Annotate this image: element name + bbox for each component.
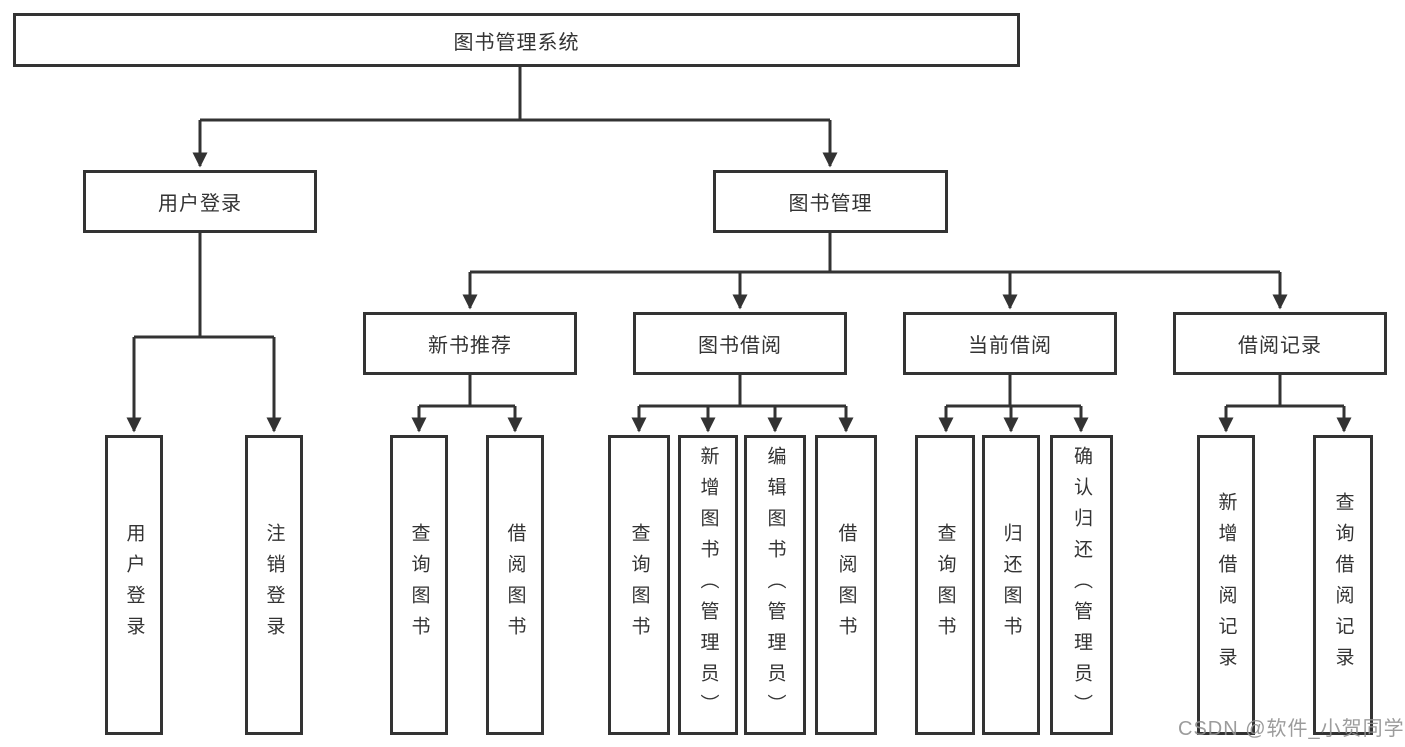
node-label: 用户登录 bbox=[158, 193, 242, 215]
leaf-borrow-query-book: 查询图书 bbox=[608, 435, 670, 735]
leaf-label: 查询图书 bbox=[934, 523, 956, 647]
leaf-current-return-book: 归还图书 bbox=[982, 435, 1040, 735]
leaf-label: 确认归还（管理员） bbox=[1071, 445, 1092, 725]
node-label: 借阅记录 bbox=[1238, 335, 1322, 357]
node-label: 当前借阅 bbox=[968, 335, 1052, 357]
leaf-label: 归还图书 bbox=[1000, 523, 1022, 647]
leaf-borrow-borrow-book: 借阅图书 bbox=[815, 435, 877, 735]
node-label: 新书推荐 bbox=[428, 335, 512, 357]
leaf-label: 借阅图书 bbox=[504, 523, 526, 647]
leaf-label: 注销登录 bbox=[263, 523, 285, 647]
leaf-borrow-add-book-admin: 新增图书（管理员） bbox=[678, 435, 738, 735]
leaf-label: 查询图书 bbox=[408, 523, 430, 647]
node-current-borrow: 当前借阅 bbox=[903, 312, 1117, 375]
node-label: 图书借阅 bbox=[698, 335, 782, 357]
node-user-login: 用户登录 bbox=[83, 170, 317, 233]
leaf-label: 查询图书 bbox=[628, 523, 650, 647]
node-label: 图书管理 bbox=[788, 193, 873, 215]
leaf-record-query-record: 查询借阅记录 bbox=[1313, 435, 1373, 735]
leaf-label: 新增借阅记录 bbox=[1215, 492, 1237, 678]
leaf-label: 用户登录 bbox=[123, 523, 145, 647]
node-borrow-record: 借阅记录 bbox=[1173, 312, 1387, 375]
leaf-current-query-book: 查询图书 bbox=[915, 435, 975, 735]
leaf-logout: 注销登录 bbox=[245, 435, 303, 735]
leaf-current-confirm-return-admin: 确认归还（管理员） bbox=[1050, 435, 1113, 735]
node-book-borrow: 图书借阅 bbox=[633, 312, 847, 375]
leaf-record-add-record: 新增借阅记录 bbox=[1197, 435, 1255, 735]
leaf-label: 新增图书（管理员） bbox=[697, 445, 719, 725]
leaf-recommend-query-book: 查询图书 bbox=[390, 435, 448, 735]
csdn-watermark: CSDN @软件_小贺同学 bbox=[1178, 718, 1405, 740]
leaf-label: 借阅图书 bbox=[835, 523, 857, 647]
node-label: 图书管理系统 bbox=[453, 31, 580, 54]
node-new-book-recommend: 新书推荐 bbox=[363, 312, 577, 375]
leaf-user-login: 用户登录 bbox=[105, 435, 163, 735]
leaf-label: 查询借阅记录 bbox=[1332, 492, 1354, 678]
node-library-management-system: 图书管理系统 bbox=[13, 13, 1020, 67]
leaf-borrow-edit-book-admin: 编辑图书（管理员） bbox=[744, 435, 806, 735]
leaf-label: 编辑图书（管理员） bbox=[764, 445, 786, 725]
leaf-recommend-borrow-book: 借阅图书 bbox=[486, 435, 544, 735]
node-book-management: 图书管理 bbox=[713, 170, 948, 233]
